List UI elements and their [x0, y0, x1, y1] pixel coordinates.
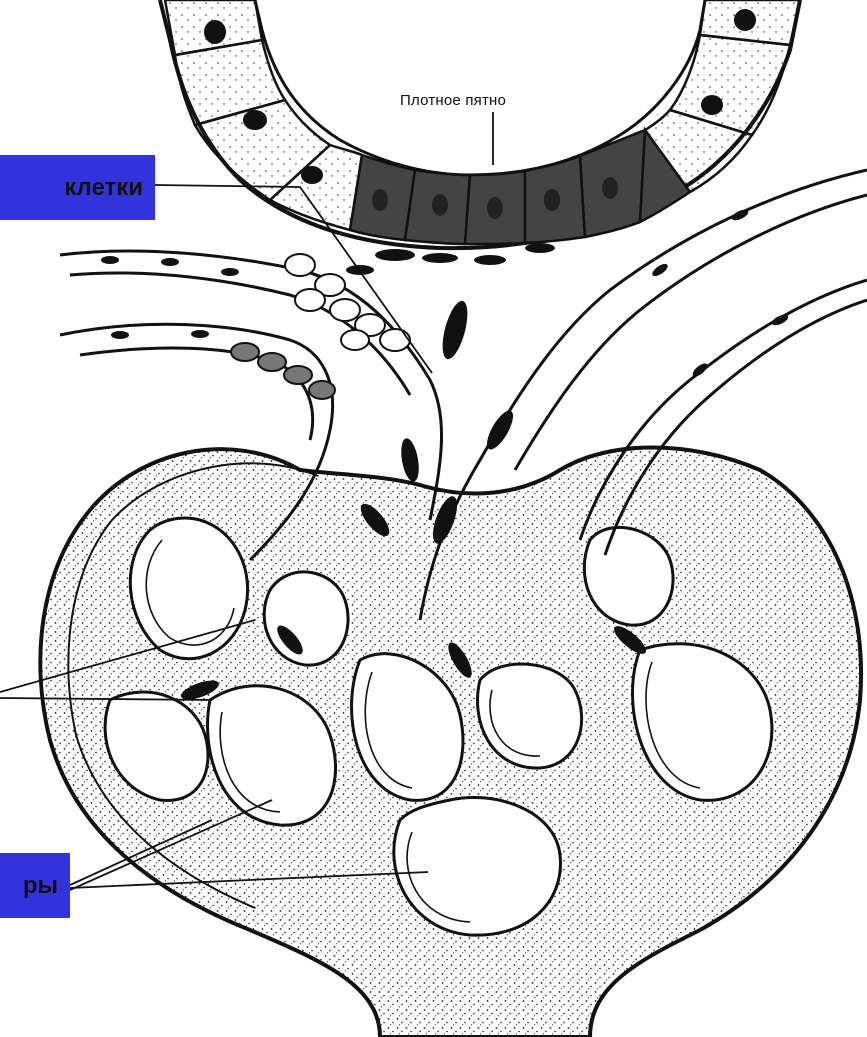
granular-cells [231, 343, 335, 399]
lower-label: ры [23, 872, 58, 900]
macula-densa-cells [350, 130, 690, 244]
cells-label: клетки [64, 174, 143, 202]
cells-label-box: клетки [0, 155, 155, 220]
macula-densa-label: Плотное пятно [400, 92, 506, 109]
lower-label-box: ры [0, 853, 70, 918]
